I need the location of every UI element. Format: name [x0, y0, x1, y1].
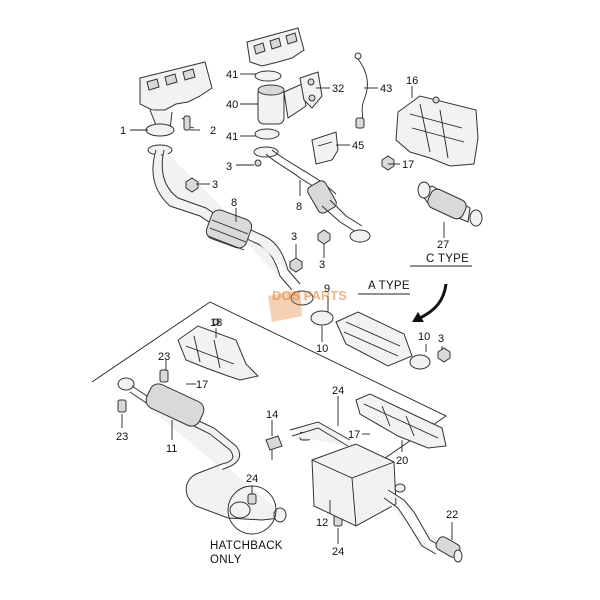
watermark: DOS PARTS [268, 288, 347, 322]
callout-41: 41 [226, 131, 238, 143]
callout-8: 8 [231, 197, 237, 209]
center-pipe-resonator [117, 377, 287, 523]
heat-shield-middle [177, 318, 259, 381]
catalytic-converter [290, 290, 431, 370]
a-type-arrowhead [412, 312, 424, 322]
heat-shield-upper [395, 95, 479, 167]
callout-3: 3 [438, 333, 444, 345]
callout-17: 17 [348, 429, 360, 441]
callout-27: 27 [437, 239, 449, 251]
callout-43: 43 [380, 83, 392, 95]
tail-pipe [435, 536, 463, 563]
callout-10: 10 [316, 343, 328, 355]
callout-2: 2 [210, 125, 216, 137]
callout-3: 3 [291, 231, 297, 243]
callout-10: 10 [418, 331, 430, 343]
caption-hatchback: HATCHBACK [210, 540, 283, 552]
caption-c-type: C TYPE [426, 253, 469, 265]
callout-18: 18 [210, 317, 222, 329]
callout-labels: 1 2 3 3 41 40 41 32 43 45 16 17 8 8 3 3 … [116, 69, 469, 566]
callout-40: 40 [226, 99, 238, 111]
leader-lines [121, 73, 453, 544]
callout-3: 3 [319, 259, 325, 271]
callout-11: 11 [166, 443, 177, 455]
callout-20: 20 [396, 455, 408, 467]
watermark-text: DOS PARTS [272, 288, 347, 303]
callout-3: 3 [226, 161, 232, 173]
rear-muffler [289, 421, 445, 555]
callout-24: 24 [332, 385, 344, 397]
exhaust-manifold-center [246, 27, 323, 158]
callout-24: 24 [246, 473, 258, 485]
callout-16: 16 [406, 75, 418, 87]
bracket [311, 131, 339, 165]
heat-shield-lower [355, 393, 447, 449]
callout-41: 41 [226, 69, 238, 81]
callout-14: 14 [266, 409, 278, 421]
callout-23: 23 [158, 351, 170, 363]
caption-only: ONLY [210, 554, 242, 566]
hanger-bracket [265, 435, 283, 460]
callout-3: 3 [212, 179, 218, 191]
callout-8: 8 [296, 201, 302, 213]
group-outline [91, 301, 447, 497]
callout-32: 32 [332, 83, 344, 95]
callout-23: 23 [116, 431, 128, 443]
callout-1: 1 [120, 125, 126, 137]
callout-45: 45 [352, 140, 364, 152]
a-type-arrow [419, 283, 448, 320]
callout-17: 17 [196, 379, 208, 391]
c-type-converter [417, 181, 483, 227]
callout-24: 24 [332, 546, 344, 558]
callout-9: 9 [324, 283, 330, 295]
nuts [185, 155, 451, 363]
callout-17: 17 [402, 159, 414, 171]
caption-a-type: A TYPE [368, 280, 410, 292]
callout-22: 22 [446, 509, 458, 521]
front-pipe [152, 149, 371, 291]
exhaust-manifold-left [139, 61, 213, 156]
oxygen-sensor [354, 52, 368, 129]
callout-12: 12 [316, 517, 328, 529]
